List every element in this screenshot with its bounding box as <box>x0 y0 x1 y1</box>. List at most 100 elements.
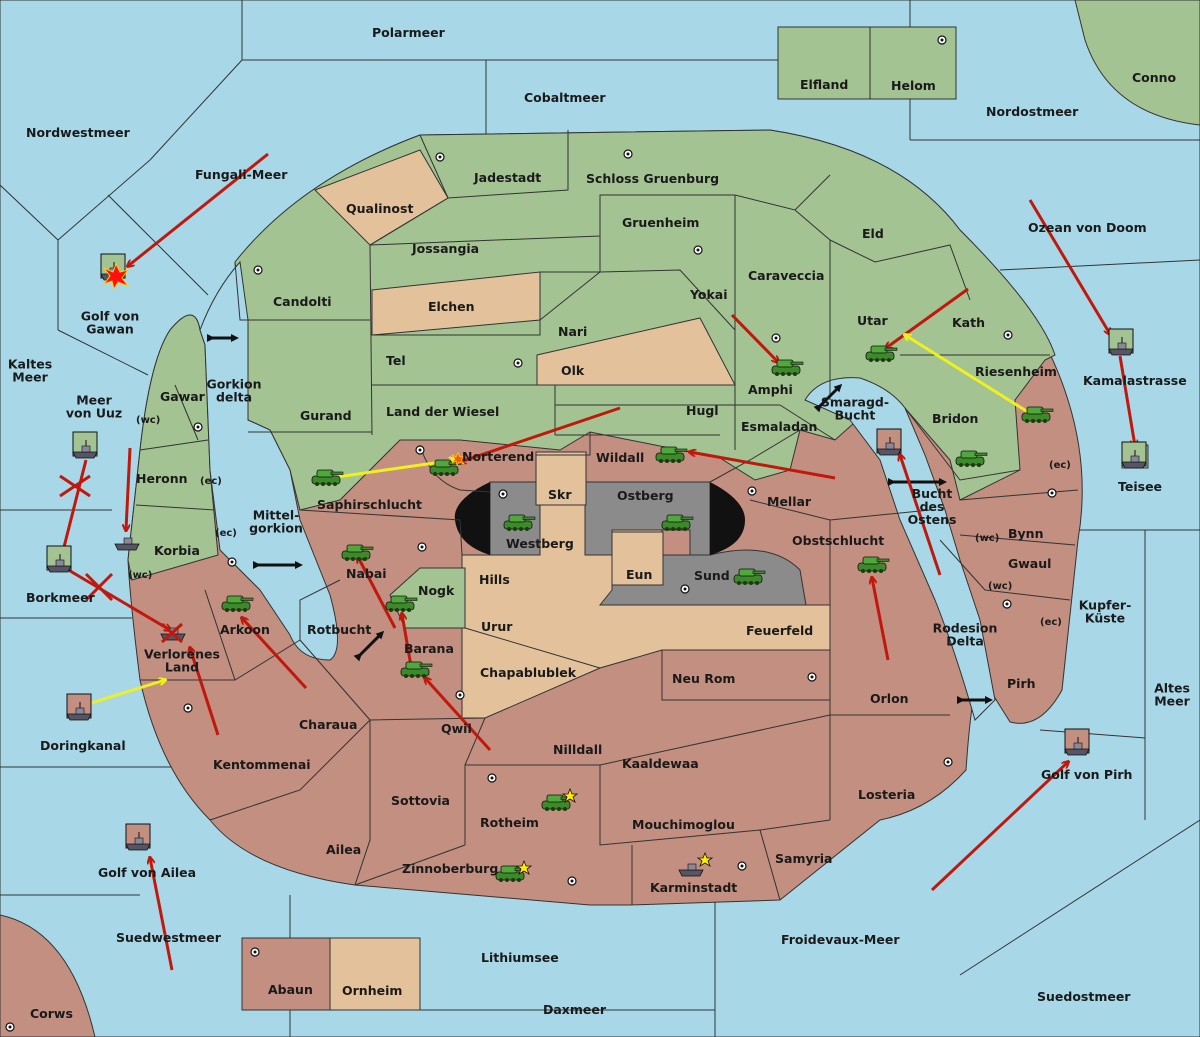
label-nabai: Nabai <box>346 566 387 581</box>
label-olk: Olk <box>561 363 585 378</box>
impassable-capsule-left <box>454 482 490 555</box>
label-caraveccia: Caraveccia <box>748 268 824 283</box>
label-wildall: Wildall <box>596 450 644 465</box>
supply-center-icon <box>415 445 425 455</box>
label-land-der-wiesel: Land der Wiesel <box>386 404 499 419</box>
label-riesenheim: Riesenheim <box>975 364 1057 379</box>
impassable-capsule-right <box>710 482 745 555</box>
label-sund: Sund <box>694 568 730 583</box>
label-ozean-von-doom: Ozean von Doom <box>1028 220 1147 235</box>
supply-center-icon <box>1002 599 1012 609</box>
label-jadestadt: Jadestadt <box>473 170 541 185</box>
supply-center-icon <box>1047 488 1057 498</box>
label-norterend: Norterend <box>462 449 534 464</box>
tank-icon <box>771 359 804 377</box>
label-ostberg: Ostberg <box>617 488 674 503</box>
label-qualinost: Qualinost <box>346 201 413 216</box>
ship-icon <box>114 537 140 551</box>
label-rotbucht: Rotbucht <box>307 622 371 637</box>
label-wc-bynn: (wc) <box>975 533 999 544</box>
region-skr-block[interactable] <box>535 451 587 506</box>
label-nordwestmeer: Nordwestmeer <box>26 125 131 140</box>
label-elfland: Elfland <box>800 77 848 92</box>
label-nilldall: Nilldall <box>553 742 602 757</box>
supply-center-icon <box>771 333 781 343</box>
label-schloss-gruenburg: Schloss Gruenburg <box>586 171 719 186</box>
neutral-olk[interactable] <box>536 317 736 386</box>
label-obstschlucht: Obstschlucht <box>792 533 884 548</box>
label-feuerfeld: Feuerfeld <box>746 623 813 638</box>
label-amphi: Amphi <box>748 382 793 397</box>
region-eun-block[interactable] <box>611 531 664 586</box>
label-candolti: Candolti <box>273 294 332 309</box>
label-ec-heronn: (ec) <box>200 476 222 487</box>
label-mouchimoglou: Mouchimoglou <box>632 817 735 832</box>
tank-icon <box>400 661 433 679</box>
label-corws: Corws <box>30 1006 73 1021</box>
label-arkoon: Arkoon <box>220 622 270 637</box>
label-lithiumsee: Lithiumsee <box>481 950 559 965</box>
tank-icon <box>857 556 890 574</box>
region-ornheim[interactable] <box>329 937 421 1011</box>
label-suedostmeer: Suedostmeer <box>1037 989 1131 1004</box>
tank-icon <box>311 469 344 487</box>
ship-icon <box>46 545 72 573</box>
ship-icon <box>66 693 92 721</box>
label-abaun: Abaun <box>268 982 313 997</box>
label-elchen: Elchen <box>428 299 475 314</box>
label-ec-gwaul: (ec) <box>1040 617 1062 628</box>
label-skr: Skr <box>548 487 572 502</box>
tank-icon <box>655 446 688 464</box>
label-korbia: Korbia <box>154 543 200 558</box>
region-labels: Polarmeer Cobaltmeer Nordwestmeer Nordos… <box>8 25 1191 1021</box>
region-elfland[interactable] <box>777 26 871 100</box>
label-yokai: Yokai <box>689 287 728 302</box>
label-ec-bynn: (ec) <box>1049 460 1071 471</box>
region-borders <box>135 130 1079 905</box>
label-fungali-meer: Fungali-Meer <box>195 167 288 182</box>
label-westberg: Westberg <box>506 536 574 551</box>
supply-center-icon <box>487 773 497 783</box>
label-wc-gawar: (wc) <box>136 415 160 426</box>
label-zinnoberburg: Zinnoberburg <box>402 861 498 876</box>
supply-center-icon <box>253 265 263 275</box>
label-gwaul: Gwaul <box>1008 556 1051 571</box>
label-ornheim: Ornheim <box>342 983 402 998</box>
label-heronn: Heronn <box>136 471 188 486</box>
supply-center-icon <box>943 757 953 767</box>
label-chapablublek: Chapablublek <box>480 665 577 680</box>
supply-center-icon <box>183 703 193 713</box>
supply-center-icon <box>737 861 747 871</box>
move-arrows <box>60 152 1135 971</box>
label-karminstadt: Karminstadt <box>650 880 737 895</box>
ship-icon <box>125 823 151 851</box>
cross-icon <box>59 474 114 602</box>
ship-icon <box>1108 328 1134 356</box>
supply-center-icon <box>567 876 577 886</box>
label-smaragd-bucht: Smaragd-Bucht <box>821 395 889 423</box>
label-daxmeer: Daxmeer <box>543 1002 607 1017</box>
tank-icon <box>341 544 374 562</box>
supply-center-icon <box>498 489 508 499</box>
supply-center-icon <box>807 672 817 682</box>
label-tel: Tel <box>386 353 406 368</box>
label-pirh: Pirh <box>1007 676 1036 691</box>
label-qwil: Qwil <box>441 721 472 736</box>
ship-icon <box>1121 441 1147 469</box>
label-kupfer-kueste: Kupfer-Küste <box>1079 598 1132 626</box>
label-gruenheim: Gruenheim <box>622 215 699 230</box>
tank-icon <box>221 595 254 613</box>
label-losteria: Losteria <box>858 787 915 802</box>
tank-icon <box>955 450 988 468</box>
label-suedwestmeer: Suedwestmeer <box>116 930 222 945</box>
supply-center-icon <box>680 584 690 594</box>
label-kath: Kath <box>952 315 985 330</box>
label-nordostmeer: Nordostmeer <box>986 104 1079 119</box>
fleets <box>46 253 1147 877</box>
label-hugl: Hugl <box>686 403 719 418</box>
label-jossangia: Jossangia <box>411 241 479 256</box>
